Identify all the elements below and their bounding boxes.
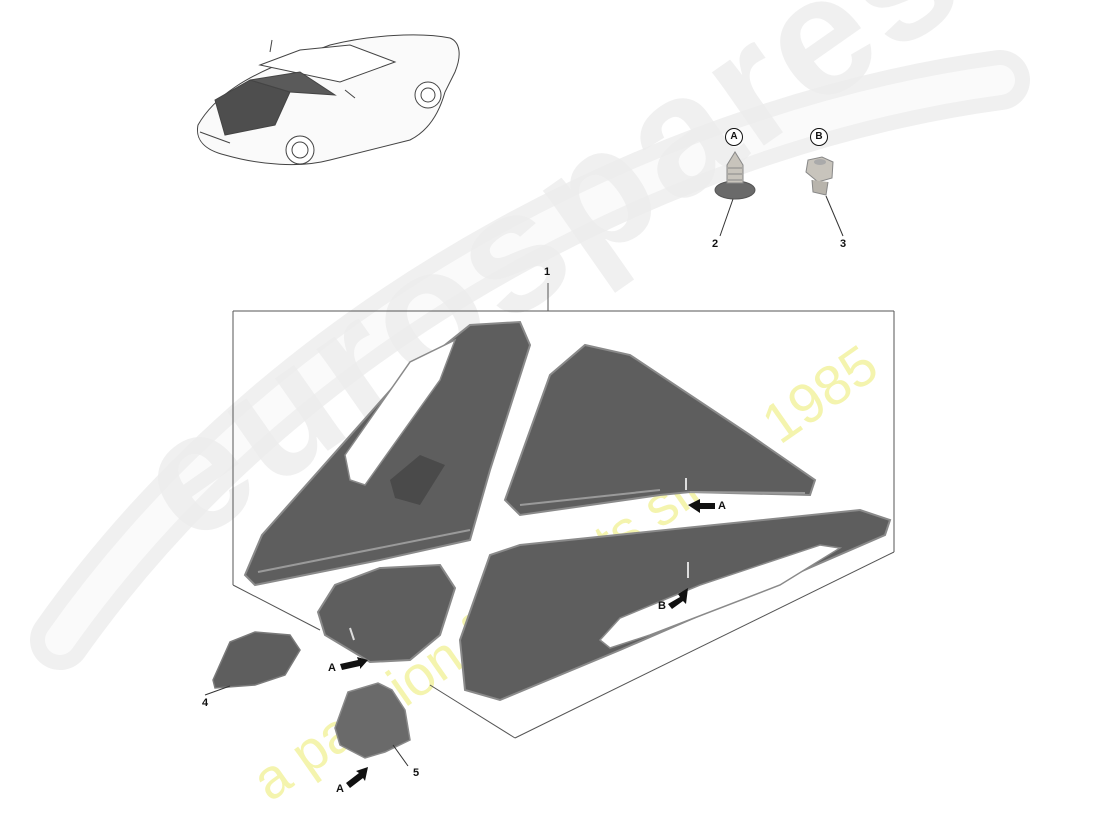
- insulation-pad-4: [204, 631, 301, 696]
- insulation-panel-center-small: [316, 563, 457, 664]
- callout-1: 1: [544, 266, 551, 278]
- arrow-label-b: B: [658, 600, 666, 612]
- callout-5: 5: [413, 767, 420, 779]
- fastener-b-label: B: [810, 128, 828, 146]
- arrow-label-a-bottom: A: [336, 783, 344, 795]
- assembly-frame: [232, 283, 895, 739]
- push-clip-icon: [714, 151, 756, 237]
- insulation-panel-upper-right: [503, 343, 817, 517]
- callout-3: 3: [840, 238, 847, 250]
- callout-2: 2: [712, 238, 719, 250]
- arrow-label-a-upper: A: [718, 500, 726, 512]
- arrow-label-a-center: A: [328, 662, 336, 674]
- car-overview-icon: [196, 34, 460, 166]
- hex-nut-icon: [805, 156, 844, 237]
- callout-4: 4: [202, 697, 209, 709]
- insulation-panel-upper-left: [243, 320, 532, 587]
- direction-arrows: [340, 499, 715, 788]
- fastener-a-label: A: [725, 128, 743, 146]
- insulation-pad-5: [334, 682, 411, 767]
